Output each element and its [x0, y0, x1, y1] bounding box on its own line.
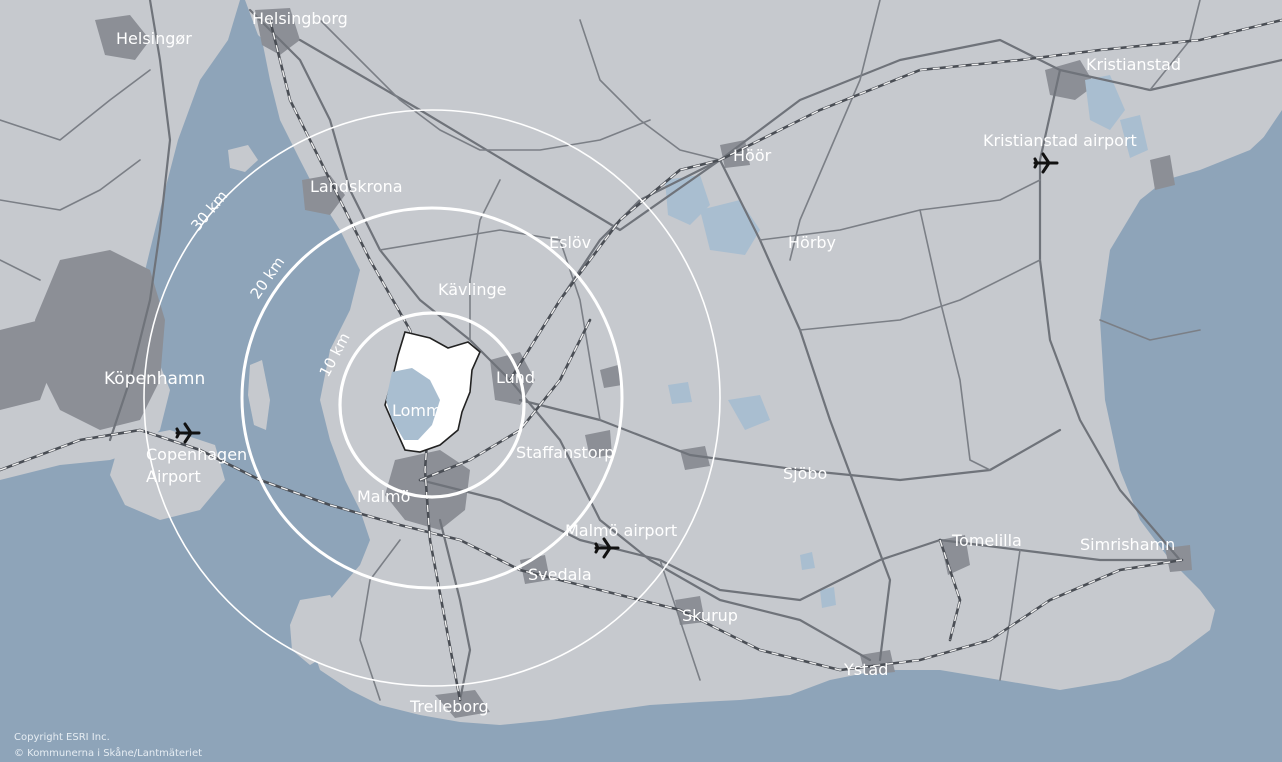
label-staffanstorp: Staffanstorp [516, 443, 614, 462]
land-saltholm [248, 360, 270, 430]
copyright-line-2: © Kommunerna i Skåne/Lantmäteriet [14, 746, 202, 759]
airplane-icon [1033, 152, 1059, 174]
label-simrishamn: Simrishamn [1080, 535, 1175, 554]
label-kavlinge: Kävlinge [438, 280, 507, 299]
roads [0, 0, 1282, 702]
label-landskrona: Landskrona [310, 177, 403, 196]
label-helsingor: Helsingør [116, 29, 192, 48]
label-kopenhamn: Köpenhamn [104, 369, 205, 389]
urban-areas [0, 8, 1192, 718]
label-horby: Hörby [788, 233, 836, 252]
copyright-line-1: Copyright ESRI Inc. [14, 732, 110, 743]
airplane-icon [594, 537, 620, 559]
label-hoor: Höör [733, 146, 772, 165]
lomma-water [386, 368, 440, 440]
sea-south [0, 660, 1282, 762]
label-sjobo: Sjöbo [783, 464, 827, 483]
label-lomma: Lomma [392, 401, 451, 420]
label-tomelilla: Tomelilla [951, 531, 1022, 550]
label-copenhagen-airport: Copenhagen Airport [146, 445, 252, 486]
label-kristianstad: Kristianstad [1086, 55, 1181, 74]
label-ystad: Ystad [843, 660, 888, 679]
label-malmo-airport: Malmö airport [565, 521, 677, 540]
place-labels: Helsingør Helsingborg Kristianstad Krist… [104, 9, 1181, 716]
land-ven [228, 145, 258, 172]
land-amager [110, 430, 225, 520]
airplane-icon [175, 422, 201, 444]
label-trelleborg: Trelleborg [409, 697, 489, 716]
label-malmo: Malmö [357, 487, 410, 506]
land-falsterbo [290, 595, 345, 665]
ring-10km [338, 311, 526, 499]
land-skane [250, 0, 1282, 725]
label-skurup: Skurup [682, 606, 738, 625]
label-eslov: Eslöv [549, 233, 591, 252]
label-helsingborg: Helsingborg [252, 9, 348, 28]
sea-hano-bay [1130, 110, 1282, 762]
ring-20km [240, 206, 624, 590]
lakes [665, 75, 1148, 608]
label-kristianstad-airport: Kristianstad airport [983, 131, 1137, 150]
label-svedala: Svedala [528, 565, 592, 584]
distance-rings [143, 109, 721, 687]
label-lund: Lund [496, 368, 535, 387]
ring-30km [143, 109, 721, 687]
